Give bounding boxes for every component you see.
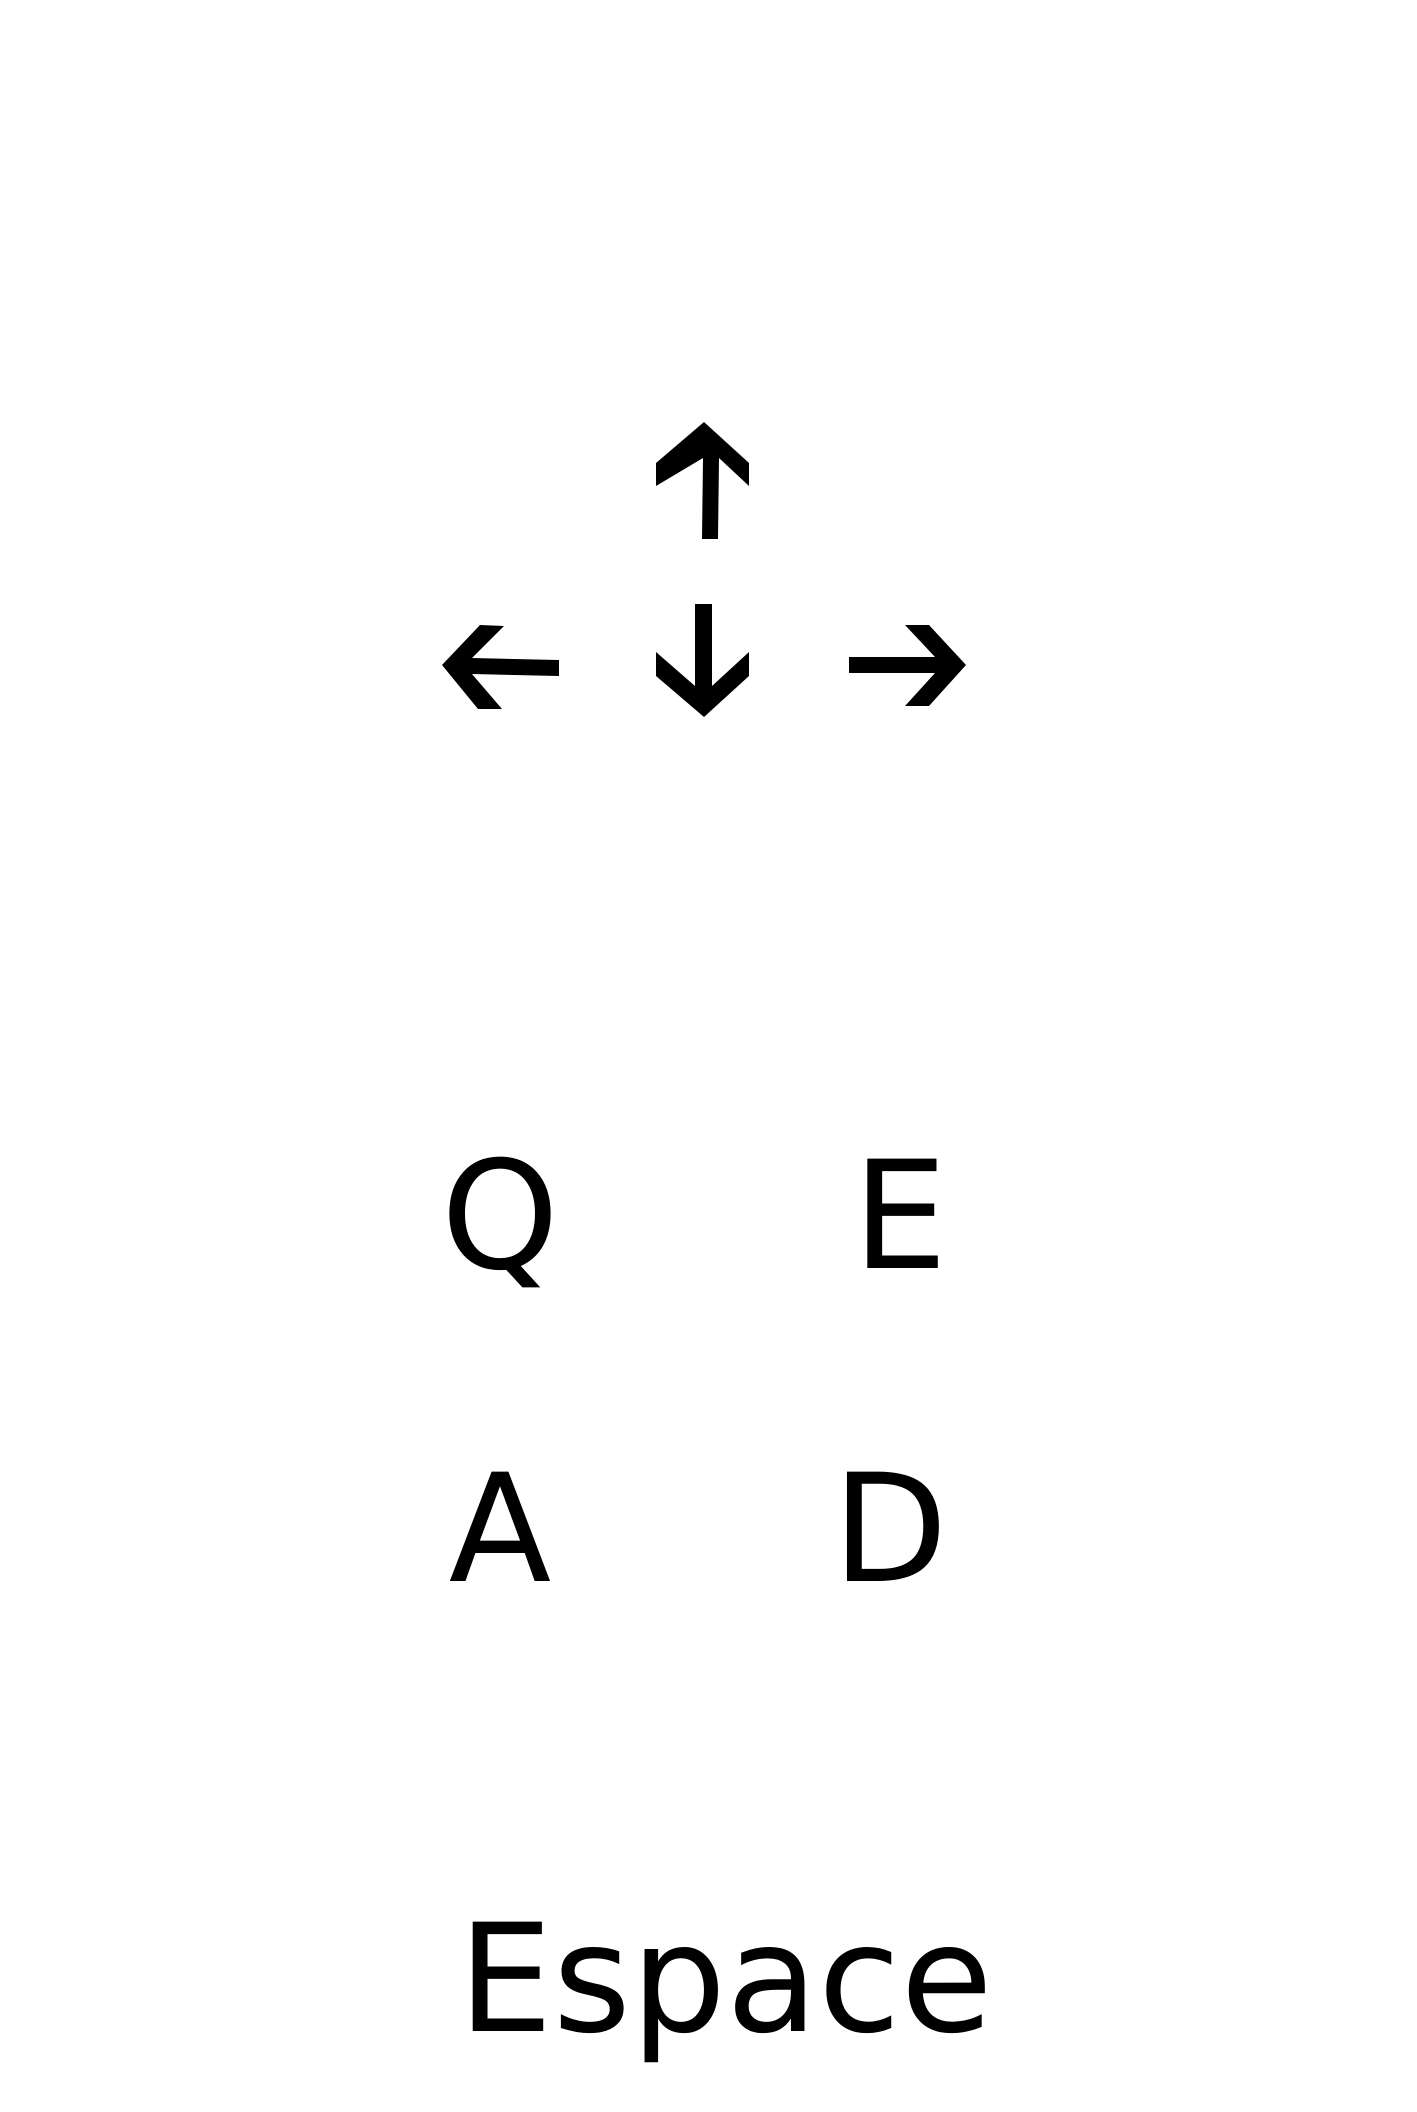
key-e-label: E [852, 1130, 948, 1304]
arrow-up-icon [656, 422, 749, 539]
key-space-label: Espace [458, 1893, 993, 2067]
key-d-label: D [832, 1443, 948, 1617]
arrow-down-icon [656, 604, 749, 717]
arrow-right-icon [849, 625, 966, 706]
arrow-left-icon [442, 625, 559, 709]
key-q-label: Q [440, 1130, 560, 1304]
key-a-label: A [448, 1443, 552, 1617]
